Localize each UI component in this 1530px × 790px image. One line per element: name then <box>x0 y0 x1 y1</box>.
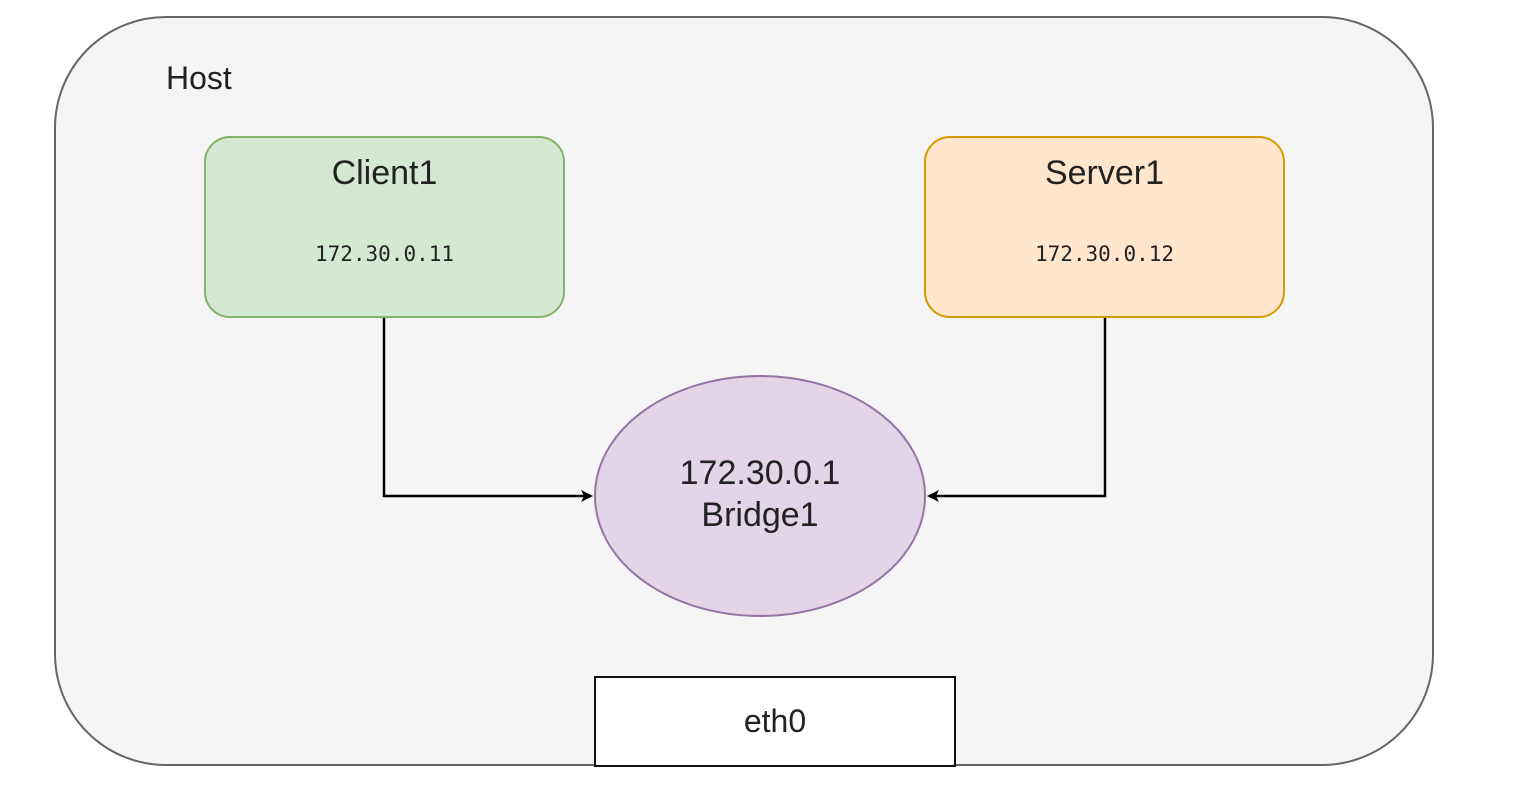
host-container <box>54 16 1434 766</box>
server-name: Server1 <box>1044 154 1165 192</box>
host-label: Host <box>166 60 232 96</box>
server-ip: 172.30.0.12 <box>1034 242 1175 266</box>
client-name: Client1 <box>331 154 438 192</box>
eth0-interface: eth0 <box>594 676 956 767</box>
client-node: Client1 172.30.0.11 <box>204 136 565 318</box>
bridge-label: 172.30.0.1 Bridge1 <box>594 452 926 536</box>
client-ip: 172.30.0.11 <box>314 242 455 266</box>
server-node: Server1 172.30.0.12 <box>924 136 1285 318</box>
bridge-ip: 172.30.0.1 <box>679 454 841 492</box>
bridge-name: Bridge1 <box>701 496 819 534</box>
